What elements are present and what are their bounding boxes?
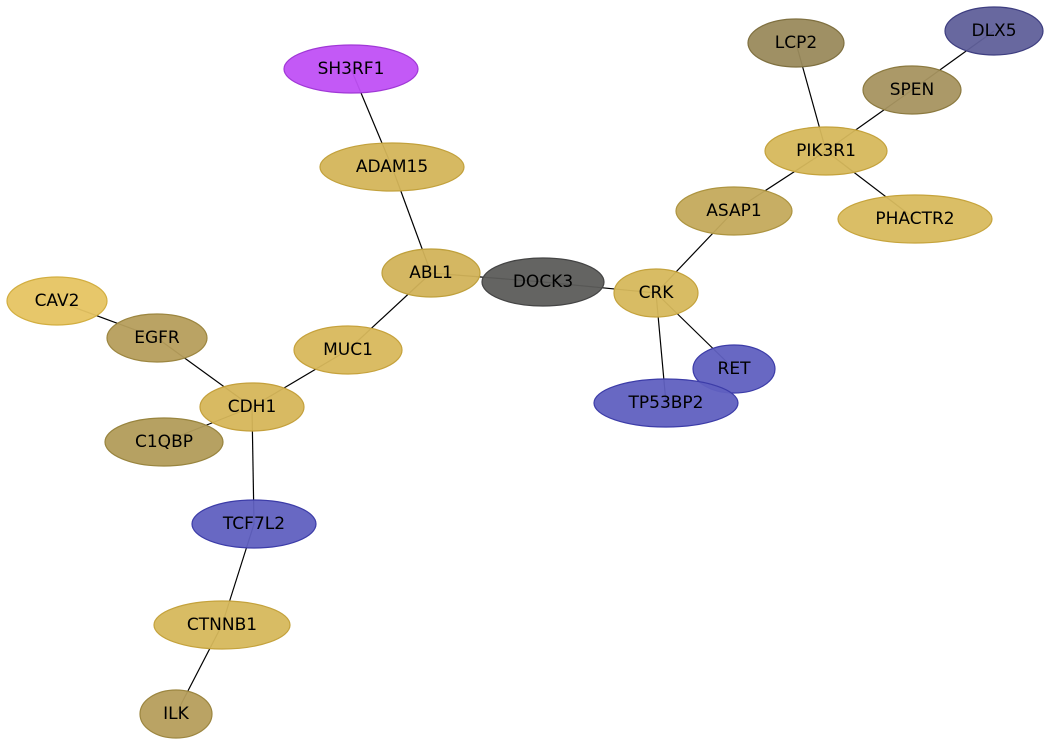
node-shape-sh3rf1 <box>283 44 419 94</box>
node-spen[interactable]: SPEN <box>862 65 962 115</box>
node-label-asap1: ASAP1 <box>706 201 761 221</box>
node-label-phactr2: PHACTR2 <box>875 209 954 229</box>
node-crk[interactable]: CRK <box>613 268 699 318</box>
node-egfr[interactable]: EGFR <box>106 313 208 363</box>
node-phactr2[interactable]: PHACTR2 <box>837 194 993 244</box>
node-shape-egfr <box>106 313 208 363</box>
node-shape-lcp2 <box>747 18 845 68</box>
node-label-cav2: CAV2 <box>35 291 80 311</box>
node-dock3[interactable]: DOCK3 <box>481 257 605 307</box>
node-dlx5[interactable]: DLX5 <box>944 6 1044 56</box>
node-lcp2[interactable]: LCP2 <box>747 18 845 68</box>
node-pik3r1[interactable]: PIK3R1 <box>764 126 888 176</box>
node-label-muc1: MUC1 <box>323 340 373 360</box>
node-c1qbp[interactable]: C1QBP <box>104 417 224 467</box>
node-shape-cdh1 <box>199 382 305 432</box>
node-label-adam15: ADAM15 <box>356 157 428 177</box>
node-label-lcp2: LCP2 <box>775 33 817 53</box>
node-shape-dlx5 <box>944 6 1044 56</box>
node-shape-tp53bp2 <box>593 378 739 428</box>
node-cdh1[interactable]: CDH1 <box>199 382 305 432</box>
node-abl1[interactable]: ABL1 <box>381 248 481 298</box>
node-label-dock3: DOCK3 <box>513 272 573 292</box>
node-shape-abl1 <box>381 248 481 298</box>
node-asap1[interactable]: ASAP1 <box>675 186 793 236</box>
node-shape-adam15 <box>319 142 465 192</box>
node-adam15[interactable]: ADAM15 <box>319 142 465 192</box>
node-cav2[interactable]: CAV2 <box>6 276 108 326</box>
node-tcf7l2[interactable]: TCF7L2 <box>191 499 317 549</box>
node-shape-ret <box>692 344 776 394</box>
node-shape-tcf7l2 <box>191 499 317 549</box>
node-shape-spen <box>862 65 962 115</box>
node-label-cdh1: CDH1 <box>228 397 277 417</box>
node-label-crk: CRK <box>639 283 675 303</box>
node-shape-phactr2 <box>837 194 993 244</box>
node-ctnnb1[interactable]: CTNNB1 <box>153 600 291 650</box>
node-ilk[interactable]: ILK <box>139 689 213 739</box>
node-label-ctnnb1: CTNNB1 <box>187 615 257 635</box>
node-label-ret: RET <box>718 359 752 379</box>
node-shape-ctnnb1 <box>153 600 291 650</box>
node-label-abl1: ABL1 <box>409 263 453 283</box>
node-label-tcf7l2: TCF7L2 <box>222 514 285 534</box>
node-label-tp53bp2: TP53BP2 <box>628 393 704 413</box>
node-ret[interactable]: RET <box>692 344 776 394</box>
node-shape-pik3r1 <box>764 126 888 176</box>
node-tp53bp2[interactable]: TP53BP2 <box>593 378 739 428</box>
node-shape-crk <box>613 268 699 318</box>
node-label-c1qbp: C1QBP <box>135 432 193 452</box>
node-label-ilk: ILK <box>163 704 189 724</box>
node-label-dlx5: DLX5 <box>971 21 1016 41</box>
node-sh3rf1[interactable]: SH3RF1 <box>283 44 419 94</box>
node-shape-ilk <box>139 689 213 739</box>
node-muc1[interactable]: MUC1 <box>293 325 403 375</box>
node-shape-dock3 <box>481 257 605 307</box>
node-label-spen: SPEN <box>890 80 935 100</box>
node-shape-cav2 <box>6 276 108 326</box>
node-shape-muc1 <box>293 325 403 375</box>
node-label-pik3r1: PIK3R1 <box>796 141 856 161</box>
node-shape-asap1 <box>675 186 793 236</box>
node-label-sh3rf1: SH3RF1 <box>318 59 385 79</box>
node-label-egfr: EGFR <box>134 328 180 348</box>
node-shape-c1qbp <box>104 417 224 467</box>
